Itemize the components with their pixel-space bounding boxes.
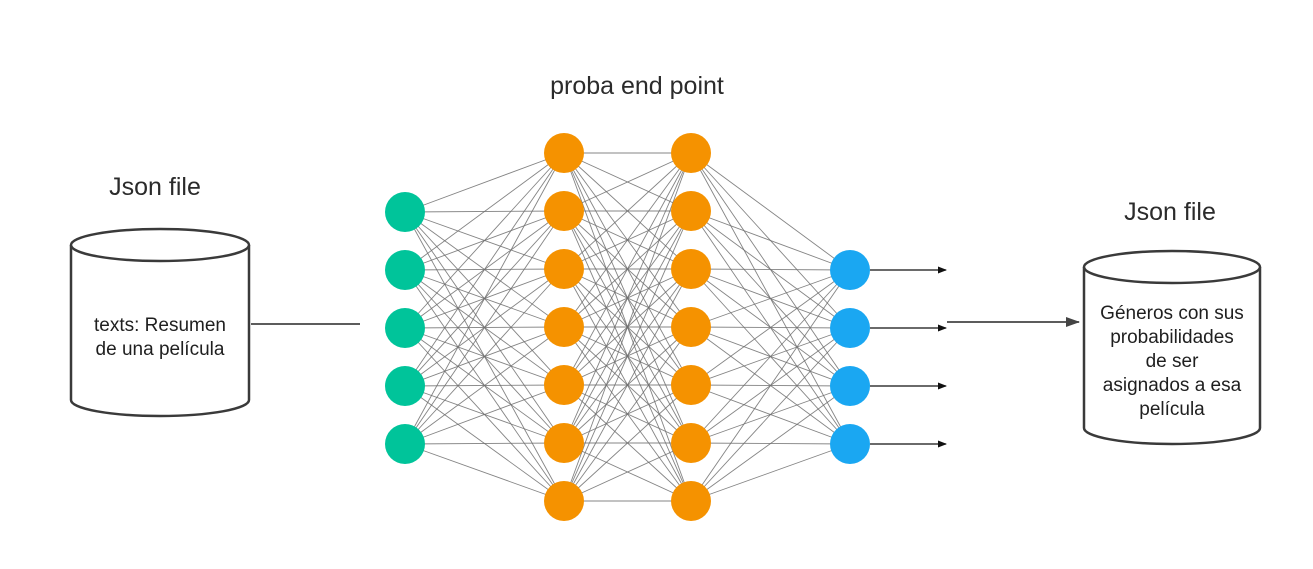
network-edge bbox=[563, 442, 692, 502]
network-edge bbox=[690, 269, 851, 386]
input-layer-edge-mask bbox=[360, 180, 385, 480]
network-edge bbox=[563, 268, 692, 502]
network-edge bbox=[690, 269, 851, 502]
output-line-2: probabilidades bbox=[1110, 327, 1234, 348]
network-edge bbox=[690, 268, 851, 271]
network-edge bbox=[404, 152, 565, 213]
network-edge bbox=[563, 152, 692, 386]
network-edge bbox=[404, 268, 565, 445]
hidden-layer-1-node bbox=[544, 249, 584, 289]
hidden-layer-2-node bbox=[671, 365, 711, 405]
hidden-layer-2-node bbox=[671, 191, 711, 231]
network-edge bbox=[404, 326, 565, 445]
network-edge bbox=[563, 326, 692, 502]
network-edge bbox=[690, 210, 851, 271]
output-layer-node bbox=[830, 308, 870, 348]
network-edges bbox=[404, 152, 851, 502]
network-edge bbox=[563, 152, 692, 444]
network-edge bbox=[690, 327, 851, 502]
network-edge bbox=[404, 152, 565, 271]
hidden-layer-2-node bbox=[671, 249, 711, 289]
output-line-5: película bbox=[1139, 399, 1205, 420]
hidden-layer-2-node bbox=[671, 133, 711, 173]
network-edge bbox=[690, 269, 851, 444]
network-edge bbox=[563, 152, 692, 502]
input-layer-node bbox=[385, 424, 425, 464]
network-edge bbox=[404, 152, 565, 445]
network-edge bbox=[563, 152, 692, 212]
input-line-2: de una película bbox=[95, 339, 225, 360]
hidden-layer-1-node bbox=[544, 133, 584, 173]
output-cylinder bbox=[1082, 249, 1262, 446]
network-edge bbox=[404, 210, 565, 445]
output-layer-node bbox=[830, 250, 870, 290]
network-edge bbox=[563, 152, 692, 270]
hidden-layer-2-node bbox=[671, 481, 711, 521]
network-edge bbox=[563, 152, 692, 328]
network-edge bbox=[404, 442, 565, 445]
network-edge bbox=[404, 152, 565, 387]
network-edge bbox=[690, 152, 851, 271]
hidden-layer-1-node bbox=[544, 423, 584, 463]
output-node-arrows bbox=[870, 266, 947, 448]
output-line-1: Géneros con sus bbox=[1100, 303, 1244, 324]
network-edge bbox=[690, 269, 851, 328]
input-cylinder bbox=[69, 227, 251, 418]
hidden-layer-1-node bbox=[544, 481, 584, 521]
input-layer-node bbox=[385, 250, 425, 290]
input-layer-node bbox=[385, 192, 425, 232]
hidden-layer-1-node bbox=[544, 365, 584, 405]
network-edge bbox=[404, 152, 565, 329]
network-nodes bbox=[360, 133, 870, 521]
hidden-layer-1-node bbox=[544, 307, 584, 347]
output-line-4: asignados a esa bbox=[1102, 375, 1242, 396]
network-edge bbox=[404, 443, 565, 502]
network-edge bbox=[563, 210, 692, 502]
network-title: proba end point bbox=[550, 72, 724, 100]
input-file-heading: Json file bbox=[109, 173, 201, 201]
output-layer-node bbox=[830, 424, 870, 464]
output-file-heading: Json file bbox=[1124, 198, 1216, 226]
network-edge bbox=[690, 443, 851, 502]
output-file-content: Géneros con sus probabilidades de ser as… bbox=[1086, 302, 1258, 422]
input-layer-node bbox=[385, 366, 425, 406]
input-file-content: texts: Resumen de una película bbox=[76, 314, 244, 362]
network-edge bbox=[563, 384, 692, 502]
hidden-layer-2-node bbox=[671, 423, 711, 463]
input-layer-node bbox=[385, 308, 425, 348]
output-layer-node bbox=[830, 366, 870, 406]
input-line-1: texts: Resumen bbox=[94, 315, 226, 336]
hidden-layer-2-node bbox=[671, 307, 711, 347]
hidden-layer-1-node bbox=[544, 191, 584, 231]
output-line-3: de ser bbox=[1145, 351, 1199, 372]
network-edge bbox=[690, 385, 851, 502]
network-edge bbox=[404, 384, 565, 445]
